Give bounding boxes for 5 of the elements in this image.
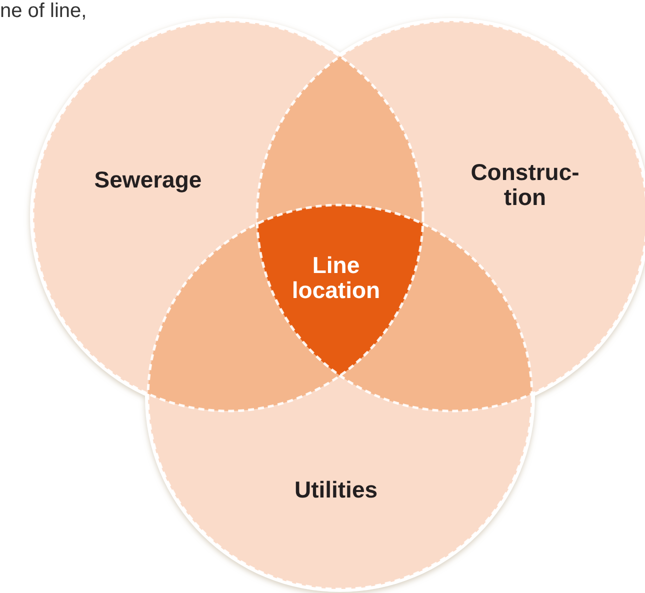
region-label: Utilities xyxy=(256,478,416,502)
region-label: Construc- tion xyxy=(455,160,595,210)
caption-text: ne of line, xyxy=(0,0,87,22)
region-label: Sewerage xyxy=(68,168,228,192)
region-label: Line location xyxy=(280,253,392,303)
